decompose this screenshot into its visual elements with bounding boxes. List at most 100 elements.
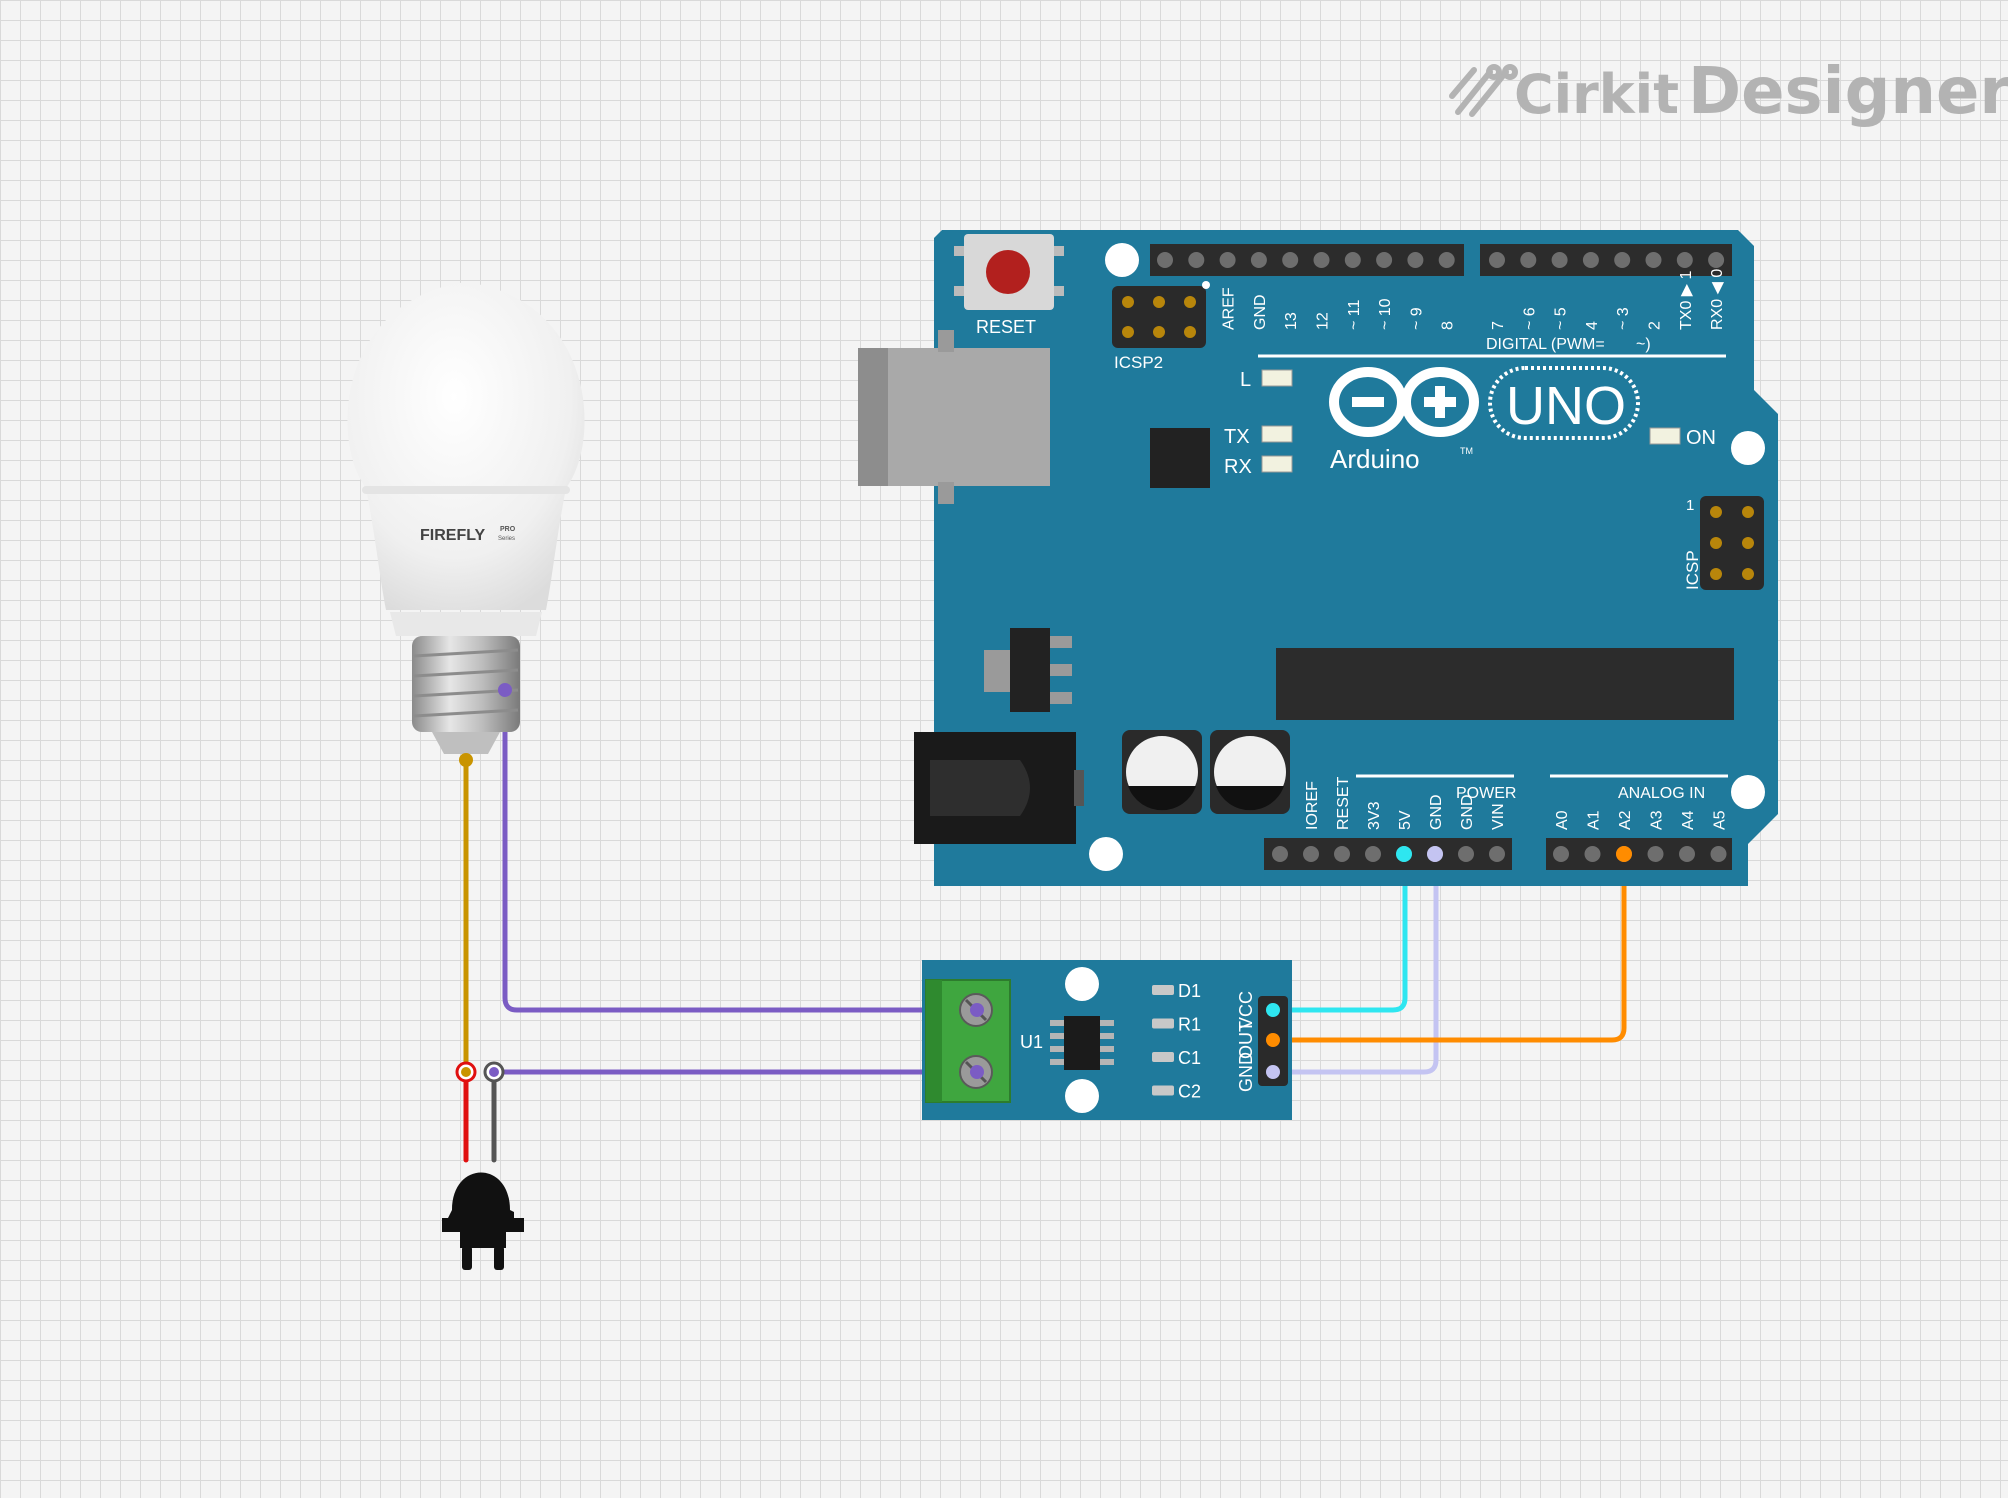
digital-pin-label: 12 xyxy=(1315,312,1332,330)
power-pin-socket[interactable] xyxy=(1365,846,1381,862)
digital-pin-socket[interactable] xyxy=(1219,252,1236,268)
analog-pin-socket[interactable] xyxy=(1584,846,1601,862)
icsp2-header[interactable] xyxy=(1112,281,1210,348)
digital-pin-socket[interactable] xyxy=(1676,252,1693,268)
led-l xyxy=(1261,369,1293,387)
usb-b-connector[interactable] xyxy=(858,330,1050,504)
analog-pin-socket[interactable] xyxy=(1679,846,1695,862)
terminal-wire-end xyxy=(970,1065,984,1079)
digital-pin-label: 2 xyxy=(1647,321,1664,330)
digital-pin-label: ~ 11 xyxy=(1346,300,1363,331)
mounting-hole xyxy=(1065,967,1099,1001)
pin-gnd-wire-end xyxy=(1427,846,1443,862)
power-pin-socket[interactable] xyxy=(1489,846,1505,862)
analog-pin-label: A0 xyxy=(1554,810,1571,830)
icsp2-label: ICSP2 xyxy=(1114,353,1163,372)
digital-pin-label: ~ 3 xyxy=(1615,307,1632,330)
mounting-hole xyxy=(1731,775,1765,809)
led-rx xyxy=(1261,455,1293,473)
smd-pad xyxy=(1152,985,1174,995)
analog-pin-socket[interactable] xyxy=(1553,846,1569,862)
power-pin-socket[interactable] xyxy=(1303,846,1319,862)
smd-pad xyxy=(1152,1052,1174,1062)
digital-pin-label: 7 xyxy=(1490,321,1507,330)
atmega-chip xyxy=(1276,648,1734,720)
icsp-label: ICSP xyxy=(1683,550,1702,590)
cirkit-designer-logo: Cirkit Designer xyxy=(1449,55,2008,129)
power-pin-label: VIN xyxy=(1490,803,1507,830)
analog-pin-socket[interactable] xyxy=(1710,846,1727,862)
screw-terminal-block[interactable] xyxy=(925,979,1011,1103)
smd-component-label: D1 xyxy=(1178,981,1201,1001)
digital-pin-socket[interactable] xyxy=(1344,252,1361,268)
wire-bulb-to-terminal[interactable] xyxy=(502,687,980,1013)
bulb-screw-base xyxy=(412,636,520,732)
plug-prong-right xyxy=(494,1246,504,1270)
power-pin-socket[interactable] xyxy=(1334,846,1350,862)
analog-pins[interactable] xyxy=(1553,846,1727,862)
digital-pin-socket[interactable] xyxy=(1708,252,1725,268)
digital-pin-socket[interactable] xyxy=(1282,252,1299,268)
wire-gnd-gnd[interactable] xyxy=(1267,850,1439,1075)
power-pin-socket[interactable] xyxy=(1272,846,1288,862)
sensor-pin-gnd[interactable] xyxy=(1266,1065,1280,1079)
digital-pin-socket[interactable] xyxy=(1157,252,1173,268)
dc-power-jack[interactable] xyxy=(914,732,1084,844)
wire-out-a2[interactable] xyxy=(1267,850,1627,1043)
bulb-badge-bottom: Series xyxy=(498,536,515,542)
reset-button[interactable] xyxy=(954,234,1064,310)
analog-header[interactable] xyxy=(1546,838,1732,870)
plug-prong-left xyxy=(462,1246,472,1270)
digital-pin-socket[interactable] xyxy=(1614,252,1631,268)
digital-pin-socket[interactable] xyxy=(1376,252,1393,268)
digital-pin-socket[interactable] xyxy=(1188,252,1205,268)
analog-pin-label: A2 xyxy=(1617,810,1634,830)
digital-pin-socket[interactable] xyxy=(1407,252,1424,268)
mounting-hole xyxy=(1065,1079,1099,1113)
digital-pin-socket[interactable] xyxy=(1250,252,1267,268)
reset-label: RESET xyxy=(976,317,1036,337)
wire-vcc-5v[interactable] xyxy=(1267,850,1408,1013)
pin-5v-wire-end xyxy=(1396,846,1412,862)
digital-pin-socket[interactable] xyxy=(1582,252,1599,268)
smd-pad xyxy=(1152,1085,1174,1096)
smd-pad xyxy=(1152,1018,1174,1029)
sensor-pin-out[interactable] xyxy=(1266,1033,1280,1047)
digital-pins[interactable] xyxy=(1157,252,1725,268)
light-bulb[interactable]: FIREFLY PRO Series xyxy=(347,282,585,767)
arduino-infinity-icon xyxy=(1329,367,1479,437)
bulb-terminal-gold[interactable] xyxy=(459,753,473,767)
digital-pin-socket[interactable] xyxy=(1438,252,1455,268)
analog-pin-socket[interactable] xyxy=(1647,846,1664,862)
icsp-header[interactable] xyxy=(1700,496,1764,590)
arduino-pcb xyxy=(934,230,1778,886)
digital-pin-label: ~ 5 xyxy=(1553,307,1570,330)
power-pin-label: RESET xyxy=(1335,776,1352,830)
digital-pin-label: ~ 10 xyxy=(1377,298,1394,330)
digital-pin-label: RX0 ◀ 0 xyxy=(1709,269,1726,330)
brand-cirkit: Cirkit xyxy=(1514,63,1679,126)
power-pin-socket[interactable] xyxy=(1458,846,1474,862)
digital-pin-socket[interactable] xyxy=(1489,252,1505,268)
digital-pin-label: 8 xyxy=(1440,321,1457,330)
power-header[interactable] xyxy=(1264,838,1512,870)
sensor-pin-label: GND xyxy=(1236,1052,1256,1092)
bulb-terminal-purple[interactable] xyxy=(498,683,512,697)
arduino-brand: Arduino xyxy=(1330,444,1420,474)
digital-header-label: DIGITAL (PWM= xyxy=(1486,336,1605,353)
ac-plug[interactable] xyxy=(442,1172,524,1271)
power-pins[interactable] xyxy=(1272,846,1505,862)
digital-pin-socket[interactable] xyxy=(1313,252,1330,268)
analog-pin-label: A4 xyxy=(1680,810,1697,830)
digital-pin-socket[interactable] xyxy=(1520,252,1537,268)
power-pin-label: IOREF xyxy=(1304,781,1321,830)
digital-pin-socket[interactable] xyxy=(1645,252,1662,268)
digital-pin-socket[interactable] xyxy=(1551,252,1568,268)
sensor-pin-vcc[interactable] xyxy=(1266,1003,1280,1017)
digital-header-tilde: ~) xyxy=(1636,336,1651,353)
